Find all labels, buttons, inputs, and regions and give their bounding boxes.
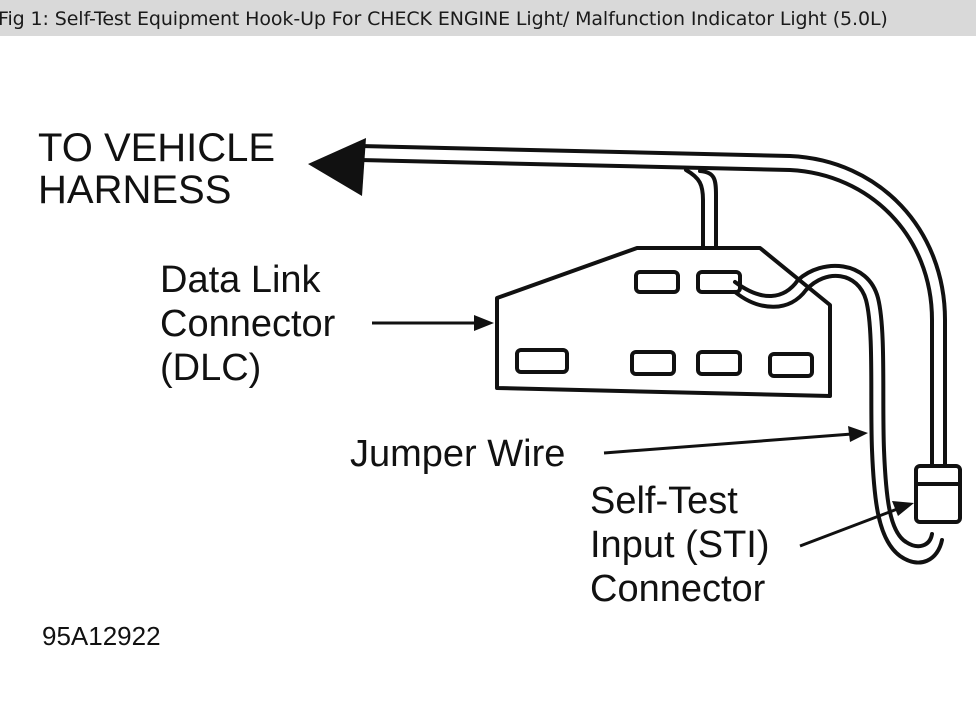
sti-label-line-3: Connector — [590, 568, 766, 610]
dlc-pins — [515, 270, 814, 378]
caption-bar: Fig 1: Self-Test Equipment Hook-Up For C… — [0, 0, 976, 36]
vehicle-harness-label: TO VEHICLE HARNESS — [38, 126, 275, 212]
leader-arrows — [372, 315, 914, 548]
vehicle-harness-line-2: HARNESS — [38, 168, 231, 212]
vehicle-harness-cable — [358, 144, 947, 472]
dlc-label-line-2: Connector — [160, 303, 336, 345]
dlc-pin — [515, 348, 569, 374]
sti-leader-line — [799, 506, 901, 548]
dlc-leader-arrowhead — [474, 315, 494, 331]
sti-label-line-2: Input (STI) — [590, 524, 770, 566]
dlc-label-line-3: (DLC) — [160, 347, 261, 389]
dlc-label: Data Link Connector (DLC) — [160, 259, 336, 389]
jumper-wire-label: Jumper Wire — [350, 433, 565, 475]
dlc-pin — [768, 352, 814, 378]
harness-arrowhead — [308, 138, 366, 196]
harness-branch-wire — [684, 168, 718, 270]
dlc-label-line-1: Data Link — [160, 259, 322, 301]
figure-caption: Fig 1: Self-Test Equipment Hook-Up For C… — [0, 8, 888, 30]
dlc-body — [495, 246, 832, 398]
sti-leader-arrowhead — [892, 501, 914, 516]
jumper-leader-line — [603, 432, 853, 455]
dlc-pin — [634, 270, 680, 294]
dlc-pin — [696, 270, 742, 294]
sti-label-line-1: Self-Test — [590, 480, 738, 522]
jumper-leader-arrowhead — [848, 426, 868, 442]
figure-id: 95A12922 — [42, 621, 161, 651]
sti-connector — [914, 464, 962, 524]
vehicle-harness-line-1: TO VEHICLE — [38, 126, 275, 170]
jumper-wire — [733, 264, 944, 565]
dlc-pin — [696, 350, 742, 376]
dlc-pin — [630, 350, 676, 376]
sti-label: Self-Test Input (STI) Connector — [590, 480, 770, 610]
